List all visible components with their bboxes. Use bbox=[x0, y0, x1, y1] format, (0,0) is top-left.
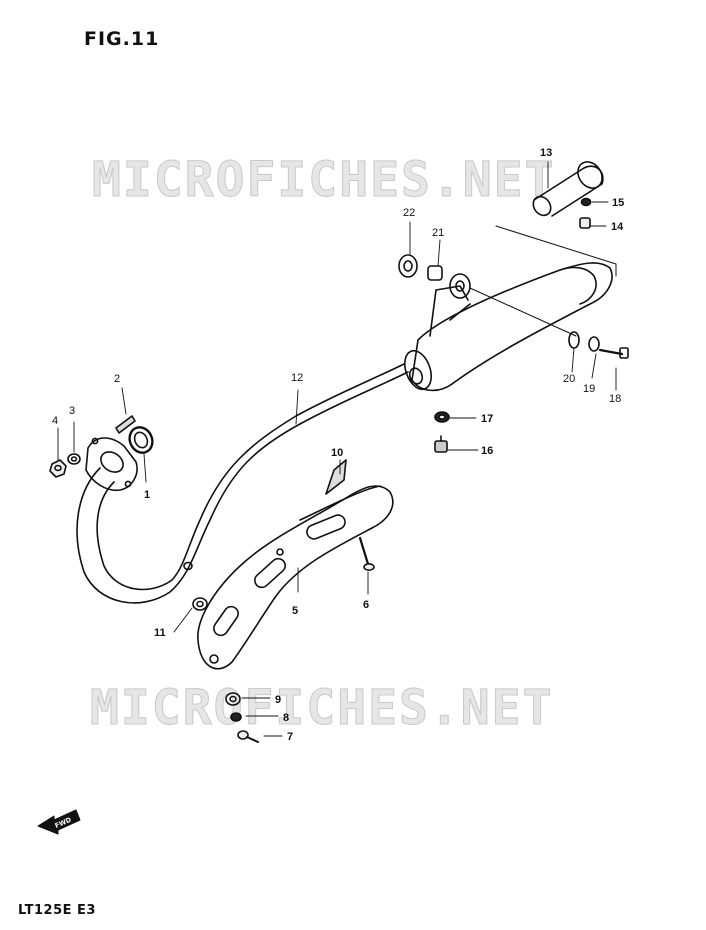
bolt-18 bbox=[598, 347, 629, 359]
clip-10 bbox=[325, 459, 347, 495]
callout-2: 2 bbox=[114, 373, 120, 385]
nut-14 bbox=[579, 217, 591, 229]
washer-19 bbox=[588, 336, 600, 352]
callout-19: 19 bbox=[583, 383, 595, 395]
heat-shield bbox=[197, 485, 394, 670]
bolt-16 bbox=[434, 435, 448, 453]
callout-1: 1 bbox=[144, 489, 150, 501]
washer-11 bbox=[183, 561, 208, 611]
mount-bracket bbox=[449, 273, 471, 299]
washer-3 bbox=[67, 453, 81, 465]
screw-6 bbox=[358, 536, 375, 571]
callout-8: 8 bbox=[283, 712, 289, 724]
callout-6: 6 bbox=[363, 599, 369, 611]
washer-20 bbox=[568, 331, 580, 349]
gasket bbox=[128, 426, 154, 454]
callout-11: 11 bbox=[154, 627, 166, 639]
callout-3: 3 bbox=[69, 405, 75, 417]
callout-9: 9 bbox=[275, 694, 281, 706]
nut-8 bbox=[230, 712, 242, 722]
pipe-flange bbox=[85, 437, 138, 492]
callout-21: 21 bbox=[432, 227, 444, 239]
assembly-line-tail bbox=[495, 225, 617, 277]
watermark-bottom: MICROFICHES.NET bbox=[89, 680, 554, 737]
figure-title: FIG.11 bbox=[84, 28, 160, 50]
washer-15 bbox=[580, 197, 592, 207]
callout-labels: 1 2 3 4 5 6 7 8 9 10 11 12 13 14 15 16 1… bbox=[52, 147, 624, 743]
callout-15: 15 bbox=[612, 197, 624, 209]
collar bbox=[427, 265, 443, 281]
model-code: LT125E E3 bbox=[18, 903, 96, 918]
nut-17 bbox=[434, 411, 450, 423]
exhaust-pipe bbox=[76, 363, 409, 604]
stud bbox=[115, 415, 136, 434]
bolt-7 bbox=[237, 730, 259, 743]
front-indicator: FWD bbox=[37, 809, 81, 835]
muffler bbox=[404, 262, 613, 392]
callout-10: 10 bbox=[331, 447, 343, 459]
watermark-top: MICROFICHES.NET bbox=[91, 152, 556, 209]
callout-18: 18 bbox=[609, 393, 621, 405]
callout-16: 16 bbox=[481, 445, 493, 457]
leader-lines bbox=[57, 161, 617, 737]
tail-pipe bbox=[532, 161, 604, 217]
callout-14: 14 bbox=[611, 221, 624, 233]
callout-13: 13 bbox=[540, 147, 552, 159]
callout-20: 20 bbox=[563, 373, 575, 385]
callout-4: 4 bbox=[52, 415, 58, 427]
callout-5: 5 bbox=[292, 605, 298, 617]
nut-4 bbox=[49, 459, 67, 478]
grommet bbox=[398, 254, 418, 278]
arrow-left-icon bbox=[37, 809, 81, 835]
callout-12: 12 bbox=[291, 372, 303, 384]
callout-7: 7 bbox=[287, 731, 293, 743]
callout-17: 17 bbox=[481, 413, 493, 425]
assembly-line-bolt bbox=[469, 287, 577, 337]
callout-22: 22 bbox=[403, 207, 415, 219]
washer-9 bbox=[225, 692, 241, 706]
